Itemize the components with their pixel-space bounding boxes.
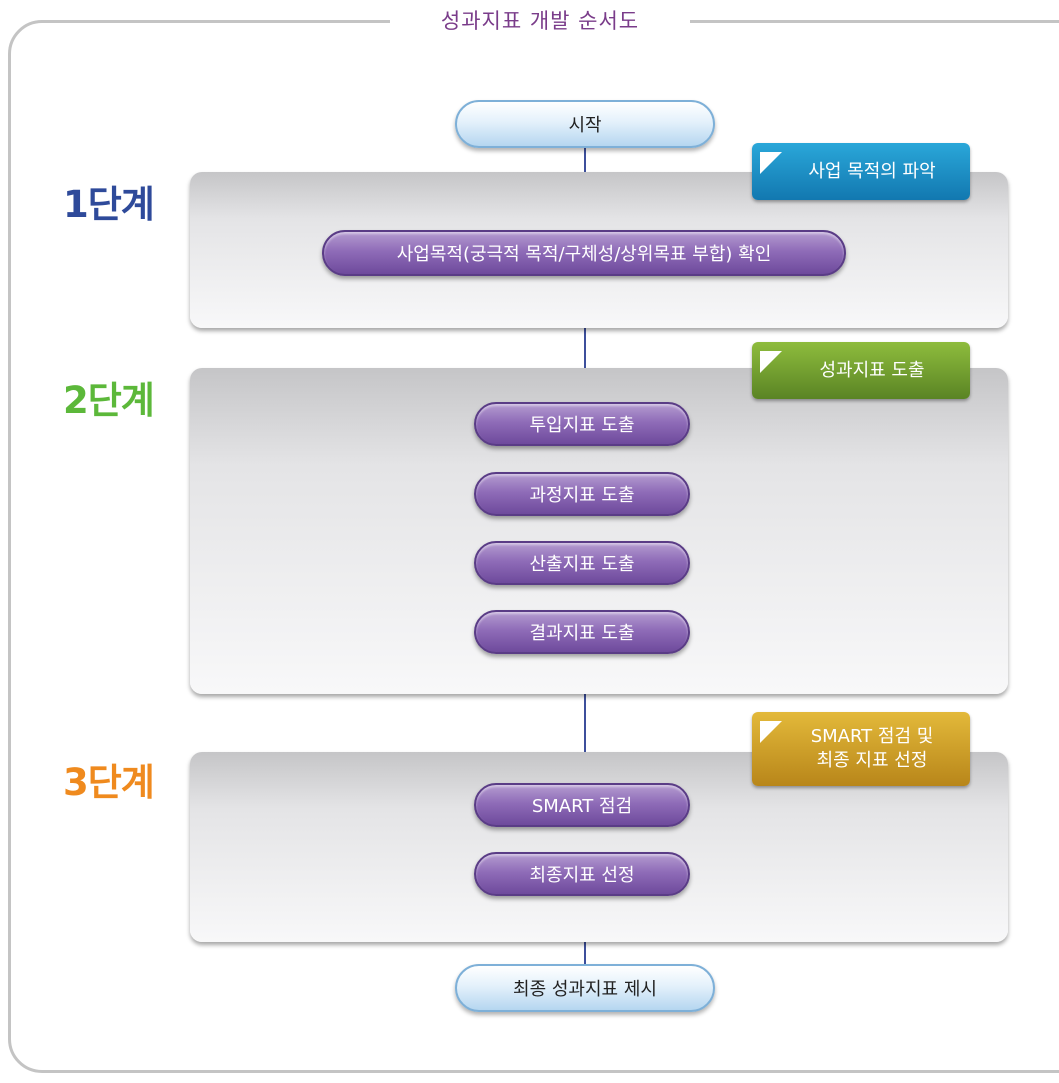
- diagram-title: 성과지표 개발 순서도: [390, 6, 690, 36]
- step-2-tag: 성과지표 도출: [752, 342, 970, 399]
- step-2-tag-label: 성과지표 도출: [819, 359, 925, 381]
- step-3-tag-line-1: SMART 점검 및: [810, 726, 934, 747]
- step-1-tag-label: 사업 목적의 파악: [808, 160, 936, 182]
- step-2-label: 2단계: [63, 379, 155, 422]
- start-node: 시작: [455, 100, 715, 148]
- step-3-item-2: 최종지표 선정: [474, 852, 690, 896]
- step-3-tag-label: SMART 점검 및 최종 지표 선정: [781, 725, 942, 773]
- connector-start-step1: [584, 145, 586, 175]
- corner-fold-icon: [760, 152, 782, 174]
- step-1-label: 1단계: [63, 183, 155, 226]
- step-1-item-1: 사업목적(궁극적 목적/구체성/상위목표 부합) 확인: [322, 230, 846, 276]
- step-3-tag-line-2: 최종 지표 선정: [816, 750, 928, 771]
- step-3-label: 3단계: [63, 761, 155, 804]
- step-2-item-4: 결과지표 도출: [474, 610, 690, 654]
- step-1-tag: 사업 목적의 파악: [752, 143, 970, 200]
- step-2-item-3: 산출지표 도출: [474, 541, 690, 585]
- corner-fold-icon: [760, 721, 782, 743]
- connector-step3-end: [584, 942, 586, 966]
- connector-step1-step2: [584, 328, 586, 370]
- step-3-tag: SMART 점검 및 최종 지표 선정: [752, 712, 970, 786]
- connector-step2-step3: [584, 694, 586, 752]
- step-3-item-1: SMART 점검: [474, 783, 690, 827]
- step-2-item-2: 과정지표 도출: [474, 472, 690, 516]
- corner-fold-icon: [760, 351, 782, 373]
- step-2-item-1: 투입지표 도출: [474, 402, 690, 446]
- end-node: 최종 성과지표 제시: [455, 964, 715, 1012]
